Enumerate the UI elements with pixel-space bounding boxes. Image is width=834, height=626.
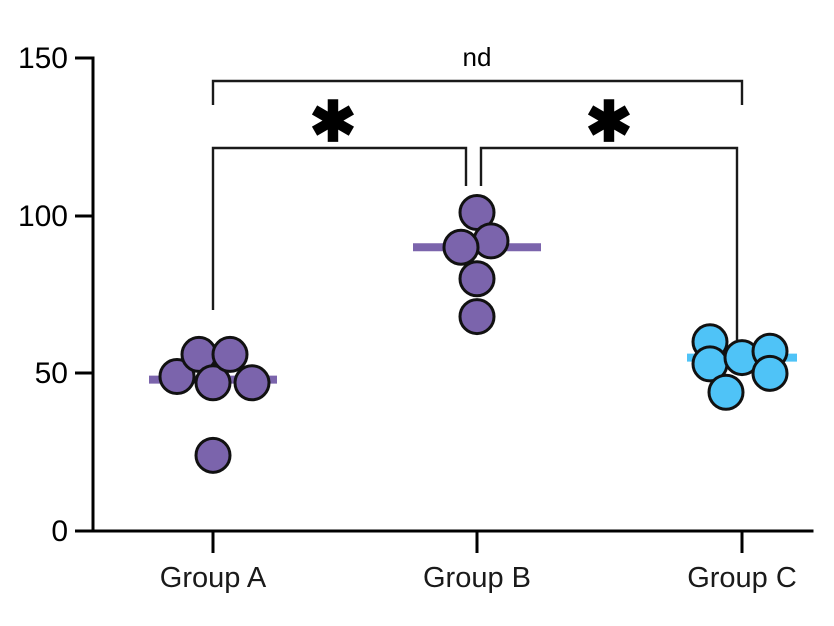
data-point <box>751 354 789 392</box>
bracket-b-to-c <box>479 146 739 340</box>
y-axis: 150 100 50 0 <box>18 42 95 548</box>
data-point <box>194 364 232 402</box>
data-point <box>707 373 745 411</box>
y-tick-label-50: 50 <box>35 357 68 390</box>
bracket-a-to-c <box>211 79 744 105</box>
x-axis: Group A Group B Group C <box>91 529 814 594</box>
data-point <box>472 222 510 260</box>
data-point <box>458 298 496 336</box>
data-point <box>211 335 249 373</box>
data-point <box>194 436 232 474</box>
data-point <box>158 357 196 395</box>
significance-star-b-c: ✱ <box>586 90 633 153</box>
bracket-a-to-b <box>211 146 468 310</box>
data-point <box>442 228 480 266</box>
x-label-group-b: Group B <box>423 562 531 594</box>
significance-annotations: nd ✱ ✱ <box>211 42 744 340</box>
significance-label-nd: nd <box>463 42 492 72</box>
y-tick-label-150: 150 <box>18 42 68 75</box>
significance-star-a-b: ✱ <box>310 90 357 153</box>
x-label-group-c: Group C <box>687 562 797 594</box>
data-point <box>233 364 271 402</box>
data-points-layer <box>158 194 789 474</box>
data-point <box>458 260 496 298</box>
x-label-group-a: Group A <box>160 562 267 594</box>
y-tick-label-0: 0 <box>51 515 68 548</box>
y-tick-label-100: 100 <box>18 200 68 233</box>
